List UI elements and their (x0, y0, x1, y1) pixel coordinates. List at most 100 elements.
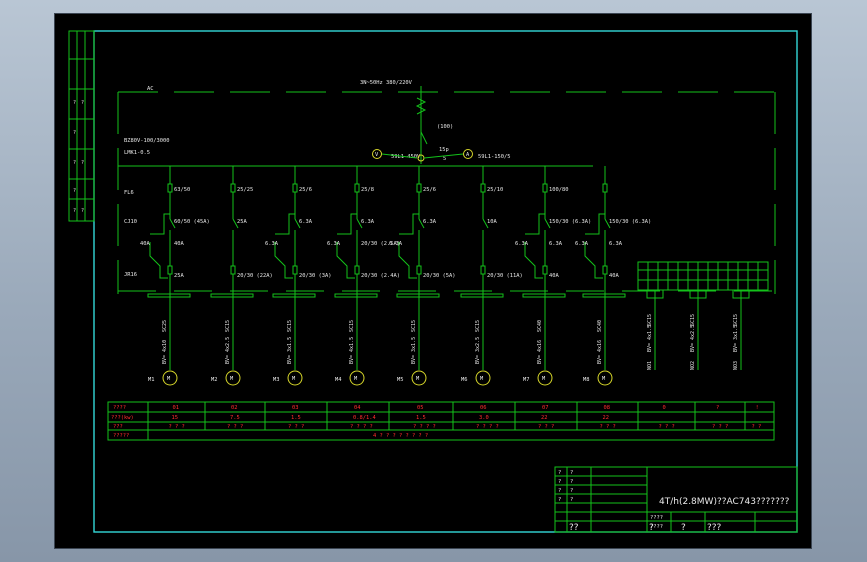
table-code: 03 (292, 405, 299, 411)
svg-text:?: ? (558, 497, 561, 503)
ammeter-icon (463, 149, 473, 159)
meter-label-b: 5 (443, 156, 446, 162)
table-code: 0 (663, 405, 666, 411)
overload-rating: 20/30 (2.4A) (361, 273, 400, 279)
cable-gland (272, 293, 316, 298)
spare-code: NO2 (690, 361, 696, 370)
ct-spec: BZ80V-100/3000 (124, 138, 169, 144)
motor-icon (597, 370, 613, 386)
table-code: 07 (542, 405, 549, 411)
contactor-icon (294, 218, 301, 229)
fuse-rating: 25/25 (237, 187, 253, 193)
table-name: ? ? ? ? (476, 424, 499, 430)
table-code: 02 (231, 405, 238, 411)
fuse-icon (292, 183, 298, 193)
cable-spec: BV= 3x1.5 (411, 337, 417, 364)
cable-spec: BV= 4x1.5 (349, 337, 355, 364)
spare-code: NO3 (733, 361, 739, 370)
cable-gland (210, 293, 254, 298)
fuse-icon (230, 183, 236, 193)
table-name: ? ? ? (538, 424, 554, 430)
strip-text: ? (73, 160, 76, 166)
relay-rating: 6.3A (327, 241, 341, 247)
strip-text: ? (81, 160, 84, 166)
fuse-rating: 25/10 (487, 187, 503, 193)
svg-text:?: ? (558, 488, 561, 494)
table-power: 3.0 (479, 415, 489, 421)
motor-code: M2 (211, 377, 218, 383)
supply-spec: 3N~50Hz 380/220V (360, 80, 413, 86)
contactor-icon (482, 218, 489, 229)
title-block: 4T/h(2.8MW)??AC743??????? ? ? ? ? ? ? ? … (554, 466, 798, 533)
motor-code: M7 (523, 377, 530, 383)
table-code: ? (716, 405, 719, 411)
fuse-icon (167, 183, 173, 193)
thermal-relay-icon (354, 265, 360, 275)
conduit-spec: SC25 (162, 320, 168, 332)
thermal-relay-icon (602, 265, 608, 275)
table-code: ! (756, 405, 759, 411)
relay-rating-2: 6.3A (549, 241, 563, 247)
overload-rating: 20/30 (3A) (299, 273, 331, 279)
outer-frame (93, 30, 798, 533)
table-name: ? ? ? ? (413, 424, 436, 430)
table-power: 0.8/1.4 (353, 415, 376, 421)
svg-text:?: ? (558, 479, 561, 485)
fuse-icon (416, 183, 422, 193)
motor-code: M1 (148, 377, 155, 383)
fuse-rating: 25/6 (299, 187, 312, 193)
table-power: 1.5 (291, 415, 301, 421)
strip-text: ? (73, 100, 76, 106)
voltmeter-icon (372, 149, 382, 159)
motor-symbol: M (230, 376, 234, 382)
contactor-icon (604, 218, 611, 229)
motor-icon (162, 370, 178, 386)
table-code: 04 (354, 405, 361, 411)
fuse-rating: 25/8 (361, 187, 374, 193)
cable-spec: BV= 4x16 (597, 340, 603, 364)
motor-symbol: M (602, 376, 606, 382)
overload-rating: 25A (174, 273, 184, 279)
contactor-rating: 6.3A (299, 219, 313, 225)
cable-gland (460, 293, 504, 298)
table-power: 22 (603, 415, 610, 421)
fuse-icon (354, 183, 360, 193)
table-power: 7.5 (230, 415, 240, 421)
motor-code: M3 (273, 377, 280, 383)
svg-text:??: ?? (569, 523, 579, 533)
spare-terminal-block (637, 261, 769, 291)
conduit-spec: SC40 (537, 320, 543, 332)
svg-text:???: ??? (707, 523, 722, 533)
table-name: ? ? ? (600, 424, 616, 430)
relay-rating-2: 6.3A (609, 241, 623, 247)
svg-text:?: ? (681, 523, 686, 533)
ct-spec-2: LMK1-0.5 (124, 150, 150, 156)
svg-text:?: ? (570, 497, 573, 503)
svg-text:?: ? (649, 523, 654, 533)
row-label-contactor: CJ10 (124, 219, 137, 225)
fuse-rating: 63/50 (174, 187, 190, 193)
table-name: ? ? ? (227, 424, 243, 430)
thermal-relay-icon (416, 265, 422, 275)
table-row-label: ???? (113, 405, 126, 411)
motor-symbol: M (542, 376, 546, 382)
conduit-spec: SC15 (733, 314, 739, 326)
ammeter-range: 59L1-150/5 (478, 154, 510, 160)
cable-gland (147, 293, 191, 298)
svg-text:????: ???? (650, 515, 663, 521)
motor-symbol: M (167, 376, 171, 382)
cable-gland (334, 293, 378, 298)
drawing-title: 4T/h(2.8MW)??AC743??????? (659, 497, 790, 507)
contactor-rating: 25A (237, 219, 247, 225)
conduit-spec: SC15 (475, 320, 481, 332)
table-row-label: ??? (113, 424, 123, 430)
table-power: 15 (172, 415, 179, 421)
supply-label: AC (147, 86, 154, 92)
overload-rating: 40A (609, 273, 619, 279)
